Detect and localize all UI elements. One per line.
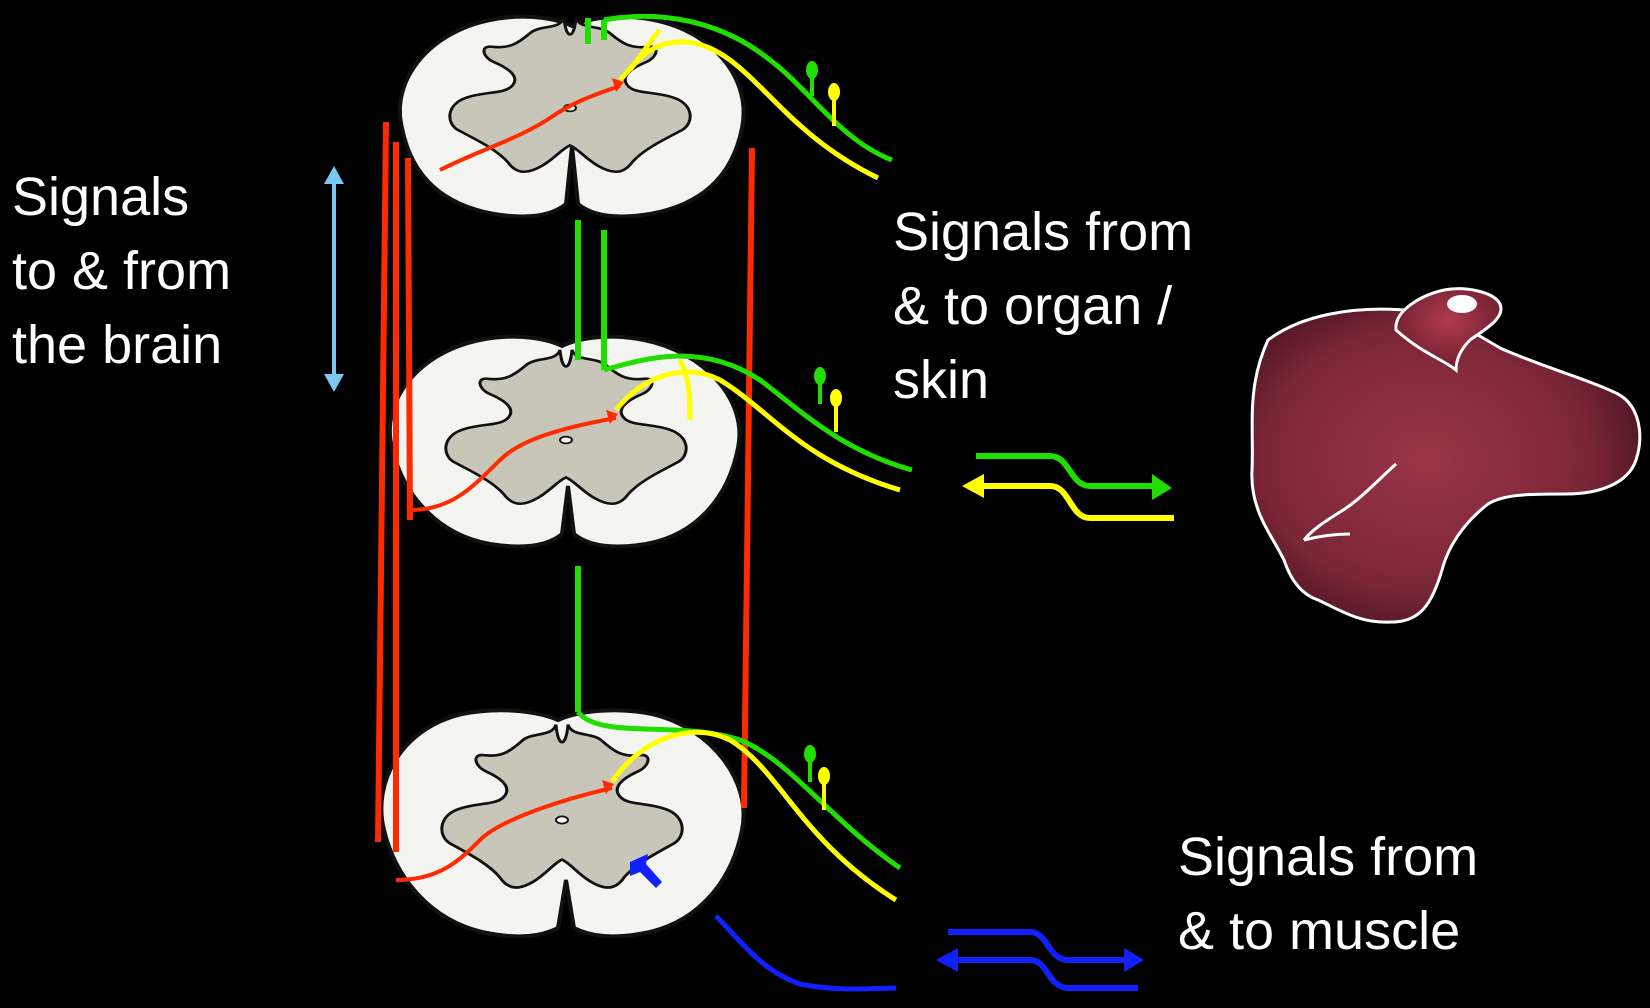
label-brain-line-2: to & from [12,234,231,308]
label-organ-line-1: Signals from [893,195,1193,269]
label-organ-line-2: & to organ / [893,269,1193,343]
brain-double-arrow [324,166,344,392]
organ-double-arrow [962,456,1174,518]
organ-illustration [1252,289,1640,622]
label-muscle-line-2: & to muscle [1178,894,1478,968]
label-signals-muscle: Signals from & to muscle [1178,820,1478,968]
cord-section-bottom [381,710,743,936]
label-brain-line-3: the brain [12,308,231,382]
label-signals-brain: Signals to & from the brain [12,160,231,382]
label-signals-organ: Signals from & to organ / skin [893,195,1193,417]
cord-section-top [400,17,744,217]
muscle-double-arrow [936,932,1144,988]
cord-section-middle [390,337,740,547]
label-muscle-line-1: Signals from [1178,820,1478,894]
label-brain-line-1: Signals [12,160,231,234]
label-organ-line-3: skin [893,343,1193,417]
